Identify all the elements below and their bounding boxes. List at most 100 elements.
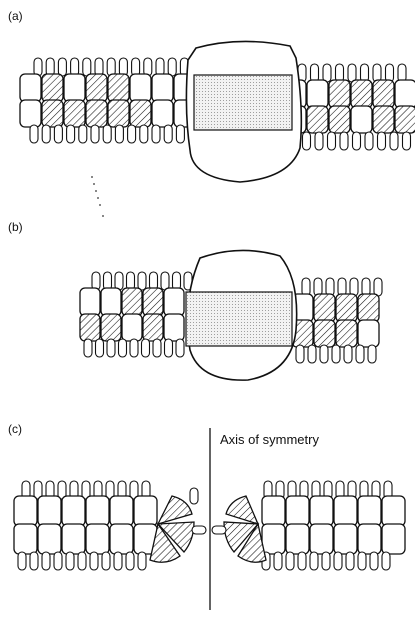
cell (334, 496, 357, 526)
cell (358, 320, 379, 347)
cilia-nub (42, 552, 50, 570)
cell (358, 524, 381, 554)
cilia-nub (132, 58, 140, 76)
cell (134, 496, 157, 526)
cilia-nub (320, 345, 328, 363)
cilia-nub (165, 339, 173, 357)
hatched-cell (336, 320, 357, 347)
cilia-nub (176, 339, 184, 357)
cilia-nub (344, 345, 352, 363)
cell (64, 74, 85, 102)
cell (20, 74, 41, 102)
cell (262, 496, 285, 526)
hatched-cell (42, 74, 63, 102)
cilia-nub (340, 132, 348, 150)
cilia-nub (84, 339, 92, 357)
cilia-nub (138, 552, 146, 570)
hatched-tip-cell (226, 496, 258, 524)
cilia-nub (348, 64, 356, 82)
cilia-nub (46, 58, 54, 76)
cell (62, 524, 85, 554)
cilia-nub (127, 272, 135, 290)
cell (307, 80, 328, 108)
cell (86, 496, 109, 526)
cilia-nub (79, 125, 87, 143)
cilia-nub (114, 552, 122, 570)
hatched-cell (329, 106, 350, 133)
cell (20, 100, 41, 127)
cilia-nub (91, 125, 99, 143)
dotted-guide (91, 176, 104, 217)
cell (14, 524, 37, 554)
cilia-nub (138, 272, 146, 290)
hatched-cell (395, 106, 415, 133)
hatched-cell (307, 106, 328, 133)
cell (358, 496, 381, 526)
cell (152, 100, 173, 127)
cilia-nub (115, 125, 123, 143)
cilia-nub (386, 64, 394, 82)
cilia-nub (332, 345, 340, 363)
cilia-nub (302, 278, 310, 296)
cell (130, 74, 151, 102)
cilia-nub (311, 64, 319, 82)
cilia-nub (58, 58, 66, 76)
cilia-nub (336, 64, 344, 82)
cilia-nub (144, 58, 152, 76)
hatched-cell (101, 314, 121, 341)
cilia-nub (90, 552, 98, 570)
cilia-nub (168, 58, 176, 76)
cilia-nub (323, 64, 331, 82)
cilia-nub (173, 272, 181, 290)
cilia-nub (370, 552, 378, 570)
cilia-nub (126, 552, 134, 570)
cilia-nub (296, 345, 304, 363)
hatched-cell (108, 74, 129, 102)
cilia-nub (315, 132, 323, 150)
cilia-nub (103, 125, 111, 143)
cilia-nub (346, 552, 354, 570)
hatched-cell (130, 100, 151, 127)
cell (334, 524, 357, 554)
panel-c-left-diagram (14, 481, 206, 570)
cilia-nub (322, 552, 330, 570)
hatched-cell (373, 80, 394, 108)
cell (152, 74, 173, 102)
cilia-nub (142, 339, 150, 357)
cell (86, 524, 109, 554)
cilia-nub (153, 339, 161, 357)
cilia-nub (34, 58, 42, 76)
hatched-cell (373, 106, 394, 133)
cilia-nub (71, 58, 79, 76)
cilia-nub (368, 345, 376, 363)
cell (122, 314, 142, 341)
cell (80, 288, 100, 316)
hatched-cell (122, 288, 142, 316)
cilia-nub (152, 125, 160, 143)
panel-label-b: (b) (8, 220, 23, 234)
cilia-nub (54, 552, 62, 570)
cilia-nub (119, 58, 127, 76)
hatched-cell (42, 100, 63, 127)
hatched-cell (143, 288, 163, 316)
cilia-nub (326, 278, 334, 296)
cilia-nub (310, 552, 318, 570)
panel-label-a: (a) (8, 9, 23, 23)
cilia-nub (382, 552, 390, 570)
hatched-cell (86, 74, 107, 102)
cilia-nub (378, 132, 386, 150)
panel-label-c: (c) (8, 422, 22, 436)
cell (164, 288, 184, 316)
cilia-nub (130, 339, 138, 357)
cilia-nub (161, 272, 169, 290)
cilia-nub (192, 526, 206, 534)
hatched-cell (64, 100, 85, 127)
cilia-nub (92, 272, 100, 290)
cilia-nub (361, 64, 369, 82)
cilia-nub (96, 339, 104, 357)
cell (382, 496, 405, 526)
cell (110, 524, 133, 554)
cilia-nub (95, 58, 103, 76)
cilia-nub (362, 278, 370, 296)
